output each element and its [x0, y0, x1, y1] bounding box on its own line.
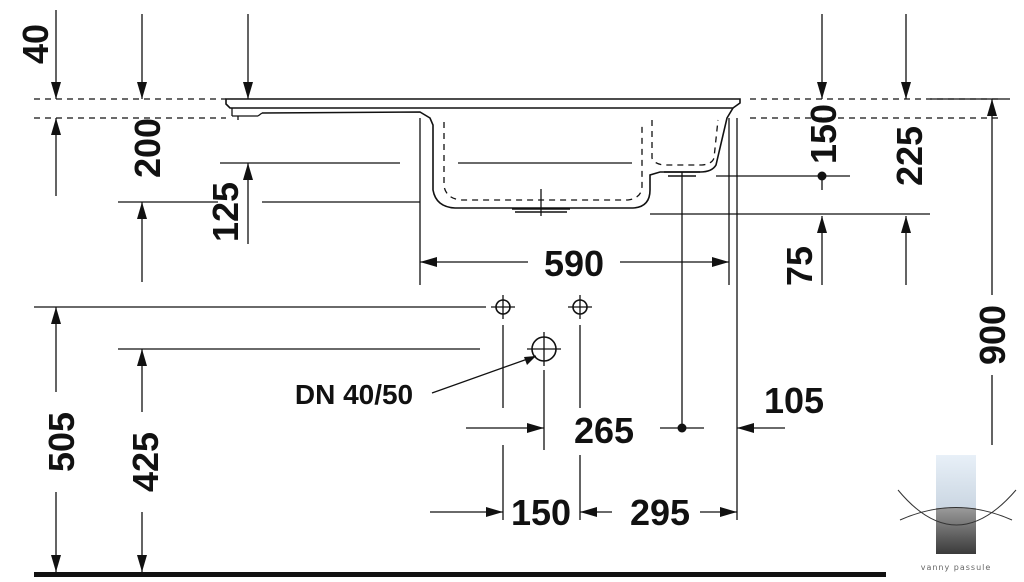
reference-lines [34, 98, 1000, 119]
floor-line [34, 572, 886, 577]
dim-200: 200 [127, 118, 168, 178]
waste-outlet [527, 332, 561, 366]
dim-265: 265 [574, 410, 634, 451]
callout-dn-40-50: DN 40/50 [295, 379, 413, 410]
dim-75: 75 [779, 246, 820, 286]
dim-125: 125 [205, 182, 246, 242]
sink-outline [225, 98, 741, 216]
logo-text: vanny passule [921, 563, 992, 572]
dim-150-top: 150 [803, 104, 844, 164]
watermark-logo: vanny passule [888, 447, 1024, 582]
dimension-lines [34, 10, 1010, 572]
dim-150-bottom: 150 [511, 492, 571, 533]
dim-105: 105 [764, 380, 824, 421]
dim-590: 590 [544, 243, 604, 284]
dim-425: 425 [125, 432, 166, 492]
tap-hole-right [568, 295, 592, 319]
dim-505: 505 [41, 412, 82, 472]
dim-225: 225 [889, 126, 930, 186]
dim-900: 900 [972, 305, 1013, 365]
tap-hole-left [491, 295, 515, 319]
dim-295: 295 [630, 492, 690, 533]
dim-40: 40 [15, 24, 56, 64]
